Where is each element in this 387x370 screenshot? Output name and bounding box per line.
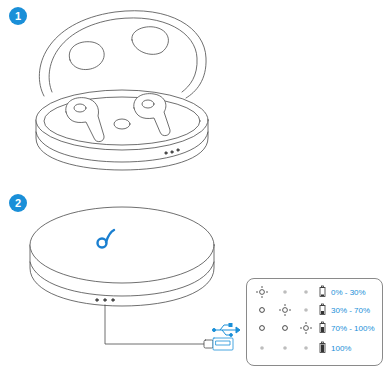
- earbud: [66, 98, 104, 142]
- earbud-tip: [142, 100, 154, 108]
- closed-case-top: [30, 207, 214, 283]
- callout-circle: [9, 7, 27, 25]
- callout-number: 1: [9, 7, 27, 25]
- led-state-symbols: [256, 286, 325, 353]
- case-lid: [39, 11, 206, 98]
- usb-connector: [213, 338, 233, 350]
- case-base-inner: [44, 97, 200, 145]
- charge-level-text: 100%: [331, 343, 351, 355]
- led-dot: [104, 299, 107, 302]
- charge-level-text: 70% - 100%: [331, 323, 375, 335]
- usb-plug: [204, 340, 213, 348]
- lid-cavity: [69, 42, 104, 70]
- case-seam: [36, 132, 208, 162]
- led-dot: [177, 149, 179, 151]
- brand-logo: [98, 230, 115, 248]
- earbud: [134, 94, 170, 136]
- led-dot: [165, 152, 167, 154]
- charge-level-text: 0% - 30%: [331, 287, 366, 299]
- lid-cavity: [132, 27, 169, 55]
- usb-symbol: [213, 324, 241, 337]
- usb-cable: [105, 305, 204, 344]
- led-dot: [171, 151, 173, 153]
- lid-rim: [49, 18, 197, 92]
- case-base-top: [36, 90, 208, 150]
- led-status-panel: 0% - 30% 30% - 70% 70% - 100% 100%: [246, 278, 383, 366]
- led-dot: [112, 299, 115, 302]
- closed-case-seam: [30, 262, 214, 296]
- earbud-tip: [74, 104, 86, 112]
- led-dot: [96, 299, 99, 302]
- charge-level-text: 30% - 70%: [331, 305, 370, 317]
- callout-circle: [9, 194, 27, 212]
- case-magnet: [114, 119, 130, 129]
- usb-connector-inner: [216, 341, 230, 345]
- callout-number: 2: [9, 194, 27, 212]
